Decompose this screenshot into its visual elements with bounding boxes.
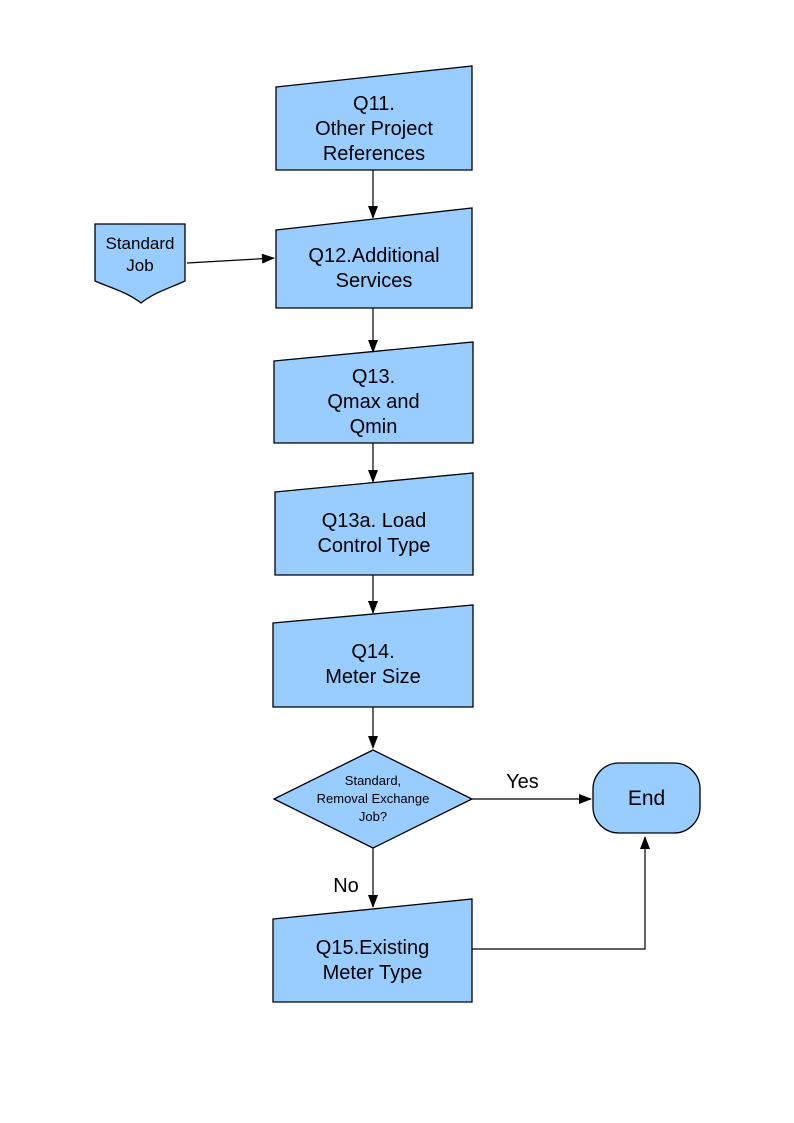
- node-q13a-shape: [274, 472, 474, 576]
- node-q15-shape: [272, 898, 473, 1003]
- node-standard-job-shape: [94, 223, 186, 304]
- node-q13-shape: [273, 341, 474, 444]
- arrow-standardjob-to-q12: [186, 253, 275, 264]
- node-q11-shape: [275, 65, 473, 171]
- node-q14-shape: [272, 604, 474, 708]
- node-q12-shape: [275, 207, 473, 309]
- node-end-shape: [592, 762, 701, 834]
- node-decision-shape: [272, 749, 474, 849]
- arrow-q15-to-end: [472, 836, 650, 950]
